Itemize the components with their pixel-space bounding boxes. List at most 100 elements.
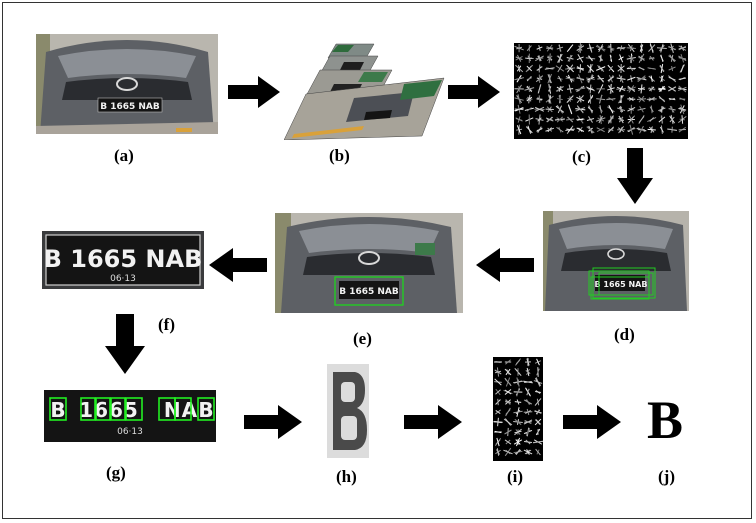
panel-d-detections: B 1665 NAB bbox=[543, 211, 689, 311]
hog-gradient-stroke bbox=[629, 124, 634, 135]
hog-gradient-stroke bbox=[597, 75, 604, 82]
char-b-last: B bbox=[198, 398, 213, 422]
hog-gradient-stroke bbox=[598, 115, 603, 124]
hog-gradient-stroke bbox=[514, 449, 522, 455]
hog-gradient-stroke bbox=[556, 126, 564, 133]
hog-gradient-stroke bbox=[566, 118, 575, 121]
hog-gradient-stroke bbox=[619, 85, 624, 93]
plate-text-f: B 1665 NAB bbox=[44, 245, 203, 273]
hog-gradient-stroke bbox=[680, 53, 685, 63]
hog-gradient-stroke bbox=[523, 449, 533, 455]
hog-gradient-stroke bbox=[514, 45, 524, 51]
panel-e-final-detection: B 1665 NAB bbox=[275, 213, 463, 313]
hog-gradient-stroke bbox=[648, 87, 655, 91]
hog-gradient-stroke bbox=[526, 65, 533, 72]
hog-gradient-stroke bbox=[514, 108, 524, 111]
plate-text-d: B 1665 NAB bbox=[595, 280, 648, 289]
hog-gradient-stroke bbox=[526, 45, 532, 51]
hog-gradient-stroke bbox=[534, 106, 545, 112]
panel-h-character-crop bbox=[327, 364, 369, 458]
hog-gradient-stroke bbox=[514, 77, 525, 81]
hog-gradient-stroke bbox=[516, 399, 520, 405]
hog-gradient-stroke bbox=[648, 44, 656, 52]
hog-gradient-stroke bbox=[505, 401, 511, 403]
hog-gradient-stroke bbox=[535, 390, 541, 394]
hog-gradient-stroke bbox=[535, 448, 541, 456]
hog-gradient-stroke bbox=[638, 66, 645, 71]
hog-gradient-stroke bbox=[505, 449, 511, 455]
label-d: (d) bbox=[614, 325, 635, 344]
hog-gradient-stroke bbox=[568, 84, 572, 94]
hog-gradient-stroke bbox=[496, 448, 500, 456]
hog-gradient-stroke bbox=[566, 44, 574, 52]
hog-gradient-stroke bbox=[577, 105, 584, 113]
hog-gradient-stroke bbox=[609, 55, 612, 62]
hog-gradient-stroke bbox=[670, 106, 674, 113]
hog-gradient-stroke bbox=[537, 84, 542, 94]
char-na: NA bbox=[164, 398, 198, 422]
hog-gradient-stroke bbox=[535, 379, 541, 385]
hog-gradient-stroke bbox=[678, 86, 687, 91]
hog-gradient-stroke bbox=[538, 45, 541, 52]
hog-gradient-stroke bbox=[586, 87, 595, 91]
plate-date-f: 06·13 bbox=[110, 274, 136, 284]
hog-gradient-stroke bbox=[678, 45, 687, 51]
char-digits: 1665 bbox=[79, 398, 139, 422]
hog-gradient-stroke bbox=[568, 104, 573, 114]
hog-gradient-stroke bbox=[558, 75, 562, 82]
hog-gradient-stroke bbox=[588, 116, 593, 123]
hog-gradient-stroke bbox=[660, 54, 664, 63]
hog-gradient-stroke bbox=[568, 54, 572, 62]
hog-gradient-stroke bbox=[515, 358, 521, 366]
hog-gradient-stroke bbox=[505, 359, 511, 365]
hog-gradient-stroke bbox=[599, 94, 603, 104]
hog-gradient-stroke bbox=[516, 125, 522, 135]
hog-gradient-stroke bbox=[515, 118, 523, 121]
hog-gradient-stroke bbox=[618, 56, 624, 61]
panel-i-character-hog bbox=[493, 357, 543, 461]
hog-gradient-stroke bbox=[608, 97, 614, 101]
hog-gradient-stroke bbox=[618, 117, 624, 122]
panel-g-segmented-plate: B 1665 NA B 06·13 bbox=[44, 390, 216, 442]
arrow-right-icon bbox=[244, 405, 302, 439]
label-c: (c) bbox=[572, 147, 591, 166]
hog-gradient-stroke bbox=[556, 98, 563, 101]
recognized-character: B bbox=[647, 390, 684, 450]
hog-gradient-stroke bbox=[544, 67, 555, 70]
label-i: (i) bbox=[507, 467, 524, 486]
hog-gradient-stroke bbox=[536, 358, 540, 366]
hog-gradient-stroke bbox=[523, 411, 533, 413]
hog-gradient-stroke bbox=[639, 106, 644, 113]
hog-gradient-stroke bbox=[588, 105, 593, 114]
hog-gradient-stroke bbox=[649, 55, 654, 61]
hog-gradient-stroke bbox=[619, 75, 623, 82]
hog-gradient-stroke bbox=[546, 116, 553, 123]
hog-gradient-stroke bbox=[504, 378, 512, 386]
hog-gradient-stroke bbox=[658, 95, 666, 103]
hog-gradient-stroke bbox=[668, 45, 676, 51]
hog-gradient-stroke bbox=[671, 65, 674, 72]
hog-gradient-stroke bbox=[495, 389, 501, 395]
label-h: (h) bbox=[336, 467, 357, 486]
hog-gradient-stroke bbox=[566, 95, 574, 103]
hog-gradient-stroke bbox=[608, 128, 614, 132]
hog-gradient-stroke bbox=[527, 96, 532, 102]
hog-gradient-stroke bbox=[536, 127, 543, 132]
hog-gradient-stroke bbox=[525, 126, 533, 134]
hog-gradient-stroke bbox=[525, 427, 531, 437]
hog-gradient-stroke bbox=[627, 87, 636, 91]
plate-text-e: B 1665 NAB bbox=[339, 287, 399, 297]
hog-gradient-stroke bbox=[557, 55, 563, 62]
hog-gradient-stroke bbox=[535, 419, 541, 425]
hog-gradient-stroke bbox=[576, 86, 585, 91]
hog-gradient-stroke bbox=[494, 369, 502, 375]
hog-gradient-stroke bbox=[679, 77, 685, 81]
hog-gradient-stroke bbox=[638, 55, 645, 61]
arrow-left-icon bbox=[209, 248, 267, 282]
hog-gradient-stroke bbox=[517, 94, 521, 105]
arrow-right-icon bbox=[448, 76, 500, 108]
hog-gradient-stroke bbox=[681, 115, 684, 124]
hog-gradient-stroke bbox=[576, 95, 584, 104]
hog-gradient-stroke bbox=[494, 378, 502, 386]
hog-gradient-stroke bbox=[557, 64, 563, 73]
